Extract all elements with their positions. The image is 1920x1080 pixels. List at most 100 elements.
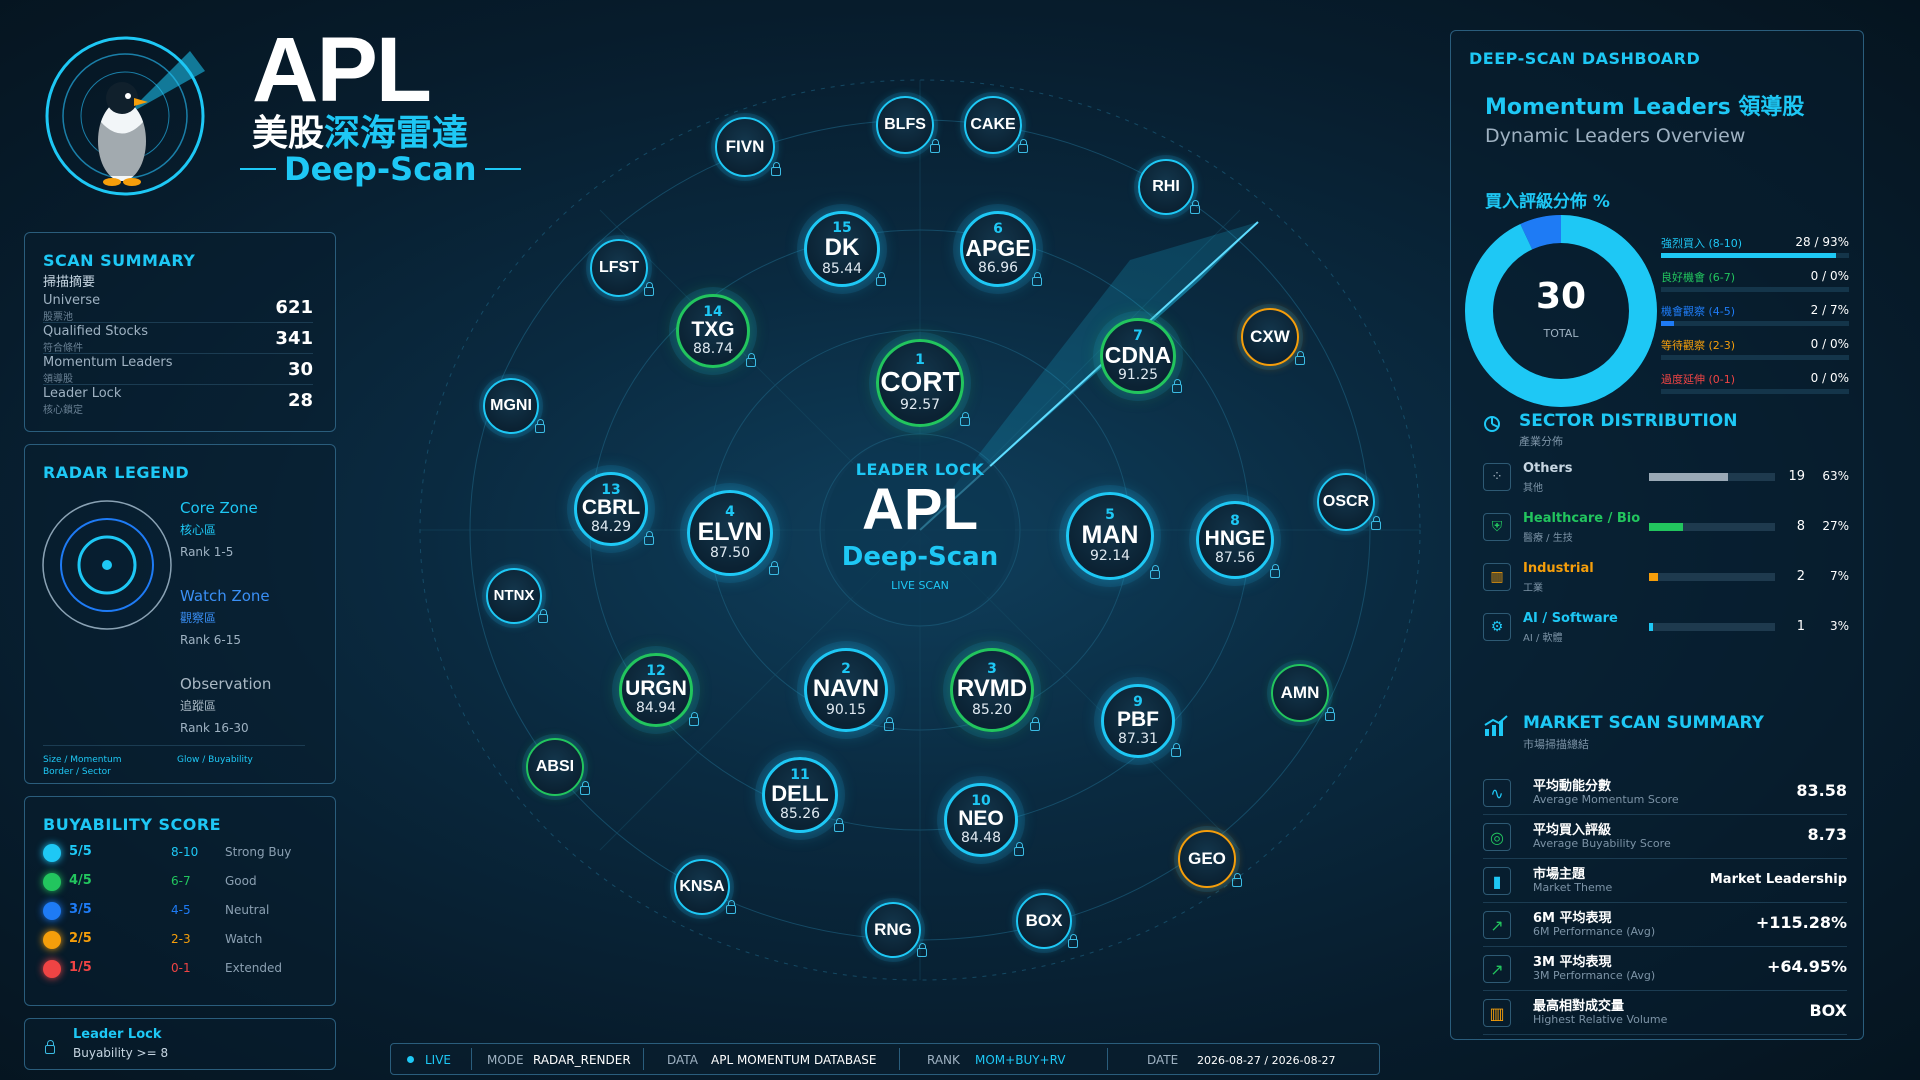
dashboard-heading: Momentum Leaders 領導股 [1485, 95, 1805, 120]
buy-dist-value: 2 / 7% [1810, 303, 1849, 317]
radar-node-cake[interactable]: CAKE [964, 96, 1022, 154]
penguin-radar-logo [45, 36, 205, 196]
node-rank: 4 [725, 503, 735, 520]
sector-bar [1649, 573, 1658, 581]
node-ticker: MAN [1081, 520, 1139, 549]
lock-icon [580, 781, 590, 795]
sector-pct: 7% [1829, 569, 1849, 583]
sector-pct: 3% [1829, 619, 1849, 633]
sector-name-cn: 醫療 / 生技 [1523, 533, 1573, 544]
radar-node-fivn[interactable]: FIVN [715, 117, 775, 177]
radar-node-mgni[interactable]: MGNI [483, 378, 539, 434]
lock-icon [726, 900, 736, 914]
radar-node-absi[interactable]: ABSI [526, 738, 584, 796]
dashboard-title: DEEP-SCAN DASHBOARD [1469, 49, 1701, 68]
radar-legend-panel: RADAR LEGEND Core Zone 核心區 Rank 1-5 Watc… [24, 444, 336, 784]
live-dot [407, 1056, 414, 1063]
buy-dist-row: 等待觀察 (2-3) 0 / 0% [1661, 337, 1849, 367]
sector-bar [1649, 473, 1729, 481]
data-label: DATA [667, 1053, 698, 1067]
node-ticker: ABSI [535, 757, 575, 775]
trend-up-icon: ↗ [1483, 911, 1511, 939]
radar-node-oscr[interactable]: OSCR [1317, 473, 1375, 531]
node-score: 84.29 [590, 519, 632, 536]
node-ticker: CBRL [581, 495, 641, 519]
live-scan-label: LIVE SCAN [891, 579, 949, 592]
node-rank: 9 [1133, 693, 1143, 710]
buyability-row: 2/5 2-3 Watch [43, 930, 323, 950]
sector-count: 19 [1788, 469, 1805, 484]
lock-icon [771, 162, 781, 176]
lock-icon [644, 531, 654, 545]
radar-node-amn[interactable]: AMN [1271, 664, 1329, 722]
lock-icon [1172, 379, 1182, 393]
node-ticker: NTNX [493, 587, 535, 605]
lock-icon [45, 1040, 55, 1054]
radar-node-knsa[interactable]: KNSA [674, 859, 730, 915]
lock-icon [834, 818, 844, 832]
node-rank: 1 [915, 352, 925, 369]
buy-dist-label: 等待觀察 (2-3) [1661, 339, 1736, 352]
radar-node-ntnx[interactable]: NTNX [486, 568, 542, 624]
buyability-row: 3/5 4-5 Neutral [43, 901, 323, 921]
node-rank: 10 [971, 792, 991, 809]
node-rank: 11 [790, 767, 810, 784]
radar-node-blfs[interactable]: BLFS [876, 96, 934, 154]
trend-up-icon: ↗ [1483, 955, 1511, 983]
radar-node-geo[interactable]: GEO [1178, 830, 1236, 888]
radar-legend-title: RADAR LEGEND [43, 463, 190, 482]
sector-count: 1 [1796, 619, 1805, 634]
node-ticker: APGE [965, 234, 1031, 261]
node-rank: 15 [832, 220, 852, 237]
market-value: +115.28% [1755, 913, 1847, 932]
app-title: APL [252, 19, 432, 121]
node-ticker: NAVN [812, 675, 880, 703]
radar-node-box[interactable]: BOX [1016, 893, 1072, 949]
node-rank: 14 [703, 303, 723, 320]
node-ticker: CAKE [970, 115, 1016, 133]
node-rank: 2 [841, 661, 851, 678]
brain-chip-icon: ⚙ [1483, 613, 1511, 641]
radar-node-lfst[interactable]: LFST [590, 239, 648, 297]
scan-summary-title: SCAN SUMMARY [43, 251, 196, 270]
lock-icon [930, 139, 940, 153]
sector-row: ▥ Industrial 工業 2 7% [1483, 557, 1849, 597]
node-ticker: DELL [771, 781, 829, 807]
factory-icon: ▥ [1483, 563, 1511, 591]
bar-chart-icon: ▮ [1483, 867, 1511, 895]
radar-center-sub: Deep-Scan [841, 542, 999, 572]
node-ticker: BOX [1025, 911, 1063, 931]
node-ticker: DK [824, 234, 860, 262]
buy-dist-row: 良好機會 (6-7) 0 / 0% [1661, 269, 1849, 299]
buy-dist-value: 0 / 0% [1810, 269, 1849, 283]
sector-bar [1649, 623, 1653, 631]
donut-total: 30 [1535, 276, 1587, 317]
sector-row: ⁘ Others 其他 19 63% [1483, 457, 1849, 497]
lock-icon [644, 282, 654, 296]
rank-label: RANK [927, 1053, 960, 1067]
observation-label: Observation [180, 675, 272, 693]
radar-node-rng[interactable]: RNG [865, 902, 921, 958]
radar-node-rhi[interactable]: RHI [1138, 159, 1194, 215]
sector-name: Industrial [1523, 561, 1594, 576]
radar-node-cxw[interactable]: CXW [1241, 308, 1299, 366]
